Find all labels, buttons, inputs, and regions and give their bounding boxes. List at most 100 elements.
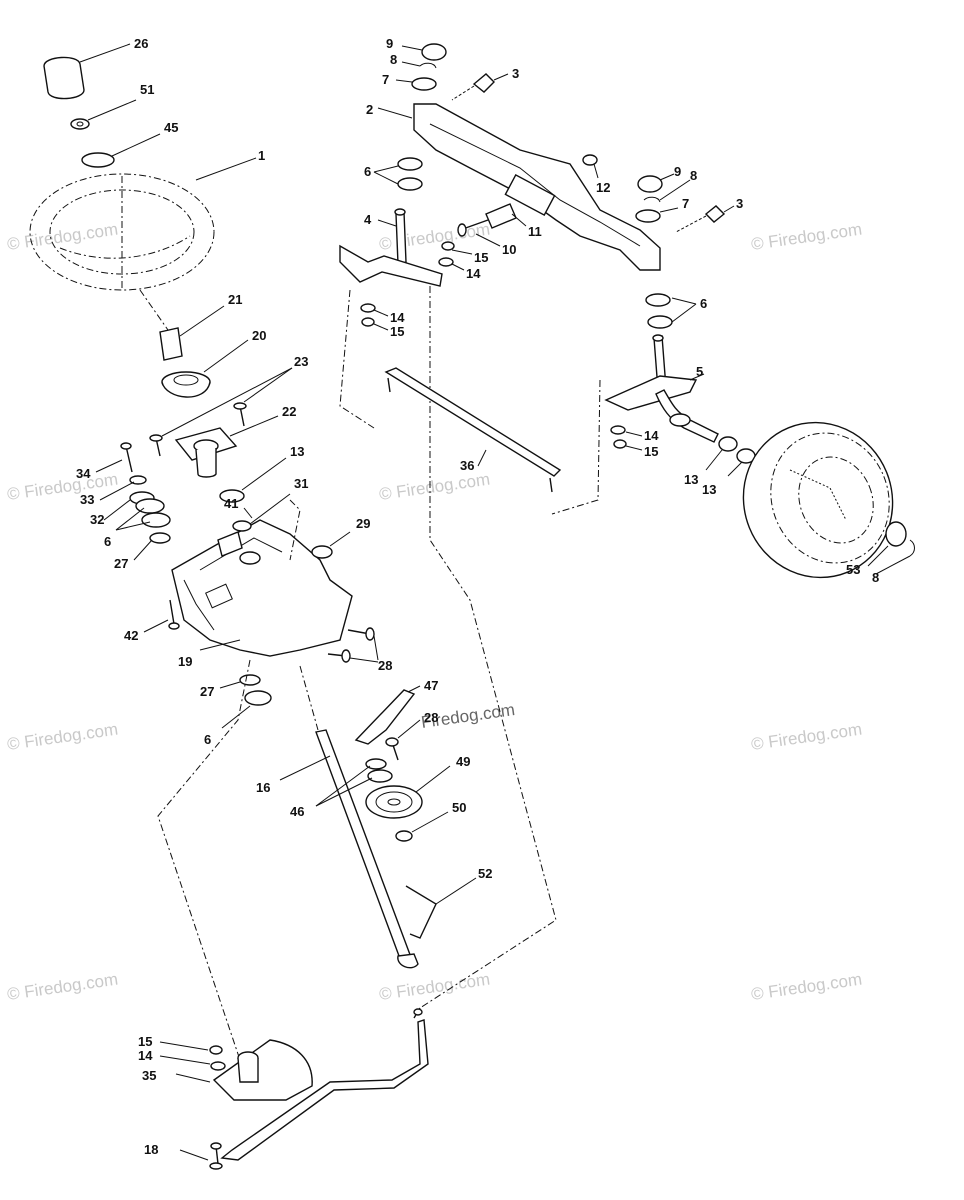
- axle-washer-53-clip-8: [867, 521, 915, 575]
- watermark: © Firedog.com: [6, 970, 119, 1004]
- callout-45: 45: [164, 120, 178, 135]
- callout-13: 13: [290, 444, 304, 459]
- steering-axis-line: [139, 289, 169, 331]
- bolt-42: [143, 599, 180, 633]
- callout-50: 50: [452, 800, 466, 815]
- steering-support-bracket: [171, 519, 353, 657]
- bushing-41-31: [217, 493, 291, 557]
- steering-nut: [70, 99, 137, 130]
- tie-rod: [384, 367, 562, 493]
- callout-27: 27: [114, 556, 128, 571]
- callout-34: 34: [76, 466, 91, 481]
- bearing-7-left: [395, 77, 437, 91]
- callout-7: 7: [382, 72, 389, 87]
- grease-fitting-3-left: [451, 73, 509, 101]
- axle-beam: [377, 103, 661, 271]
- callout-10: 10: [502, 242, 516, 257]
- steering-cap: [43, 43, 131, 100]
- callout-35: 35: [142, 1068, 156, 1083]
- callout-31: 31: [294, 476, 308, 491]
- watermark: © Firedog.com: [378, 970, 491, 1004]
- callout-15: 15: [138, 1034, 152, 1049]
- callout-15-right: 15: [644, 444, 658, 459]
- callout-6-lower: 6: [204, 732, 211, 747]
- nut-12: [582, 154, 599, 179]
- callout-21: 21: [228, 292, 242, 307]
- spindle-bearing-stack-left: [373, 157, 423, 191]
- watermark: © Firedog.com: [6, 720, 119, 754]
- sector-gear: [175, 1039, 313, 1101]
- callout-8-wheel: 8: [872, 570, 879, 585]
- callout-1: 1: [258, 148, 265, 163]
- callout-20: 20: [252, 328, 266, 343]
- callout-27-lower: 27: [200, 684, 214, 699]
- washer-29: [311, 531, 351, 559]
- callout-14-left: 14: [390, 310, 405, 325]
- callout-46: 46: [290, 804, 304, 819]
- washers-13-right: [705, 436, 756, 477]
- watermark: © Firedog.com: [378, 470, 491, 504]
- watermark: © Firedog.com: [750, 970, 863, 1004]
- nut-washer-14-15-right: [610, 425, 643, 451]
- spindle-5: [604, 334, 719, 443]
- drag-link: [179, 1007, 429, 1170]
- callout-33: 33: [80, 492, 94, 507]
- assembly-outline-left: [157, 659, 251, 1061]
- bushing-11: [485, 203, 527, 229]
- callout-3-right: 3: [736, 196, 743, 211]
- steering-adapter: [159, 305, 225, 361]
- idler-pulley: [365, 765, 451, 819]
- callout-28-lower: 28: [424, 710, 438, 725]
- callout-labels: 26 51 45 1 21 20 23 22 13 34 33 32 6 27 …: [76, 36, 879, 1157]
- callout-41: 41: [224, 496, 238, 511]
- callout-51: 51: [140, 82, 154, 97]
- callout-14-upper: 14: [466, 266, 481, 281]
- callout-13-right-b: 13: [702, 482, 716, 497]
- bearing-stack-left: [99, 475, 171, 561]
- callout-7-right: 7: [682, 196, 689, 211]
- idler-bracket: [354, 685, 421, 761]
- bracket-outline-small: [289, 499, 301, 561]
- steering-shaft: [279, 729, 419, 969]
- pulley-bushing: [395, 811, 449, 842]
- spindle-outline-left: [339, 289, 375, 429]
- front-wheel: [742, 421, 894, 579]
- bolt-34: [95, 442, 133, 473]
- clip-8-left: [401, 61, 437, 69]
- callout-26: 26: [134, 36, 148, 51]
- shaft-axis-line: [299, 665, 319, 731]
- callout-6: 6: [104, 534, 111, 549]
- steering-washer: [81, 133, 161, 168]
- grease-fitting-3-right: [675, 205, 735, 233]
- callout-22: 22: [282, 404, 296, 419]
- watermarks: © Firedog.com © Firedog.com © Firedog.co…: [6, 220, 863, 1004]
- bolt-10: [457, 219, 501, 247]
- callout-49: 49: [456, 754, 470, 769]
- callout-8-right: 8: [690, 168, 697, 183]
- callout-6-right: 6: [700, 296, 707, 311]
- callout-3: 3: [512, 66, 519, 81]
- washers-27-6-lower: [219, 674, 272, 729]
- spindle-4: [339, 208, 443, 287]
- callout-4: 4: [364, 212, 372, 227]
- watermark: © Firedog.com: [750, 220, 863, 254]
- column-bearing-plate: [174, 415, 279, 478]
- spindle-outline-right: [551, 379, 601, 515]
- cap-9-right: [637, 173, 675, 193]
- assembly-outline-center: [419, 286, 557, 1009]
- callout-29: 29: [356, 516, 370, 531]
- callout-16: 16: [256, 780, 270, 795]
- washer-13-left: [219, 457, 287, 503]
- watermark: © Firedog.com: [750, 720, 863, 754]
- callout-42: 42: [124, 628, 138, 643]
- callout-11: 11: [528, 224, 542, 239]
- steering-boot: [161, 339, 249, 398]
- callout-5: 5: [696, 364, 703, 379]
- callout-32: 32: [90, 512, 104, 527]
- callout-28: 28: [378, 658, 392, 673]
- callout-9-right: 9: [674, 164, 681, 179]
- callout-47: 47: [424, 678, 438, 693]
- callout-36: 36: [460, 458, 474, 473]
- callout-14-right: 14: [644, 428, 659, 443]
- callout-13-right-a: 13: [684, 472, 698, 487]
